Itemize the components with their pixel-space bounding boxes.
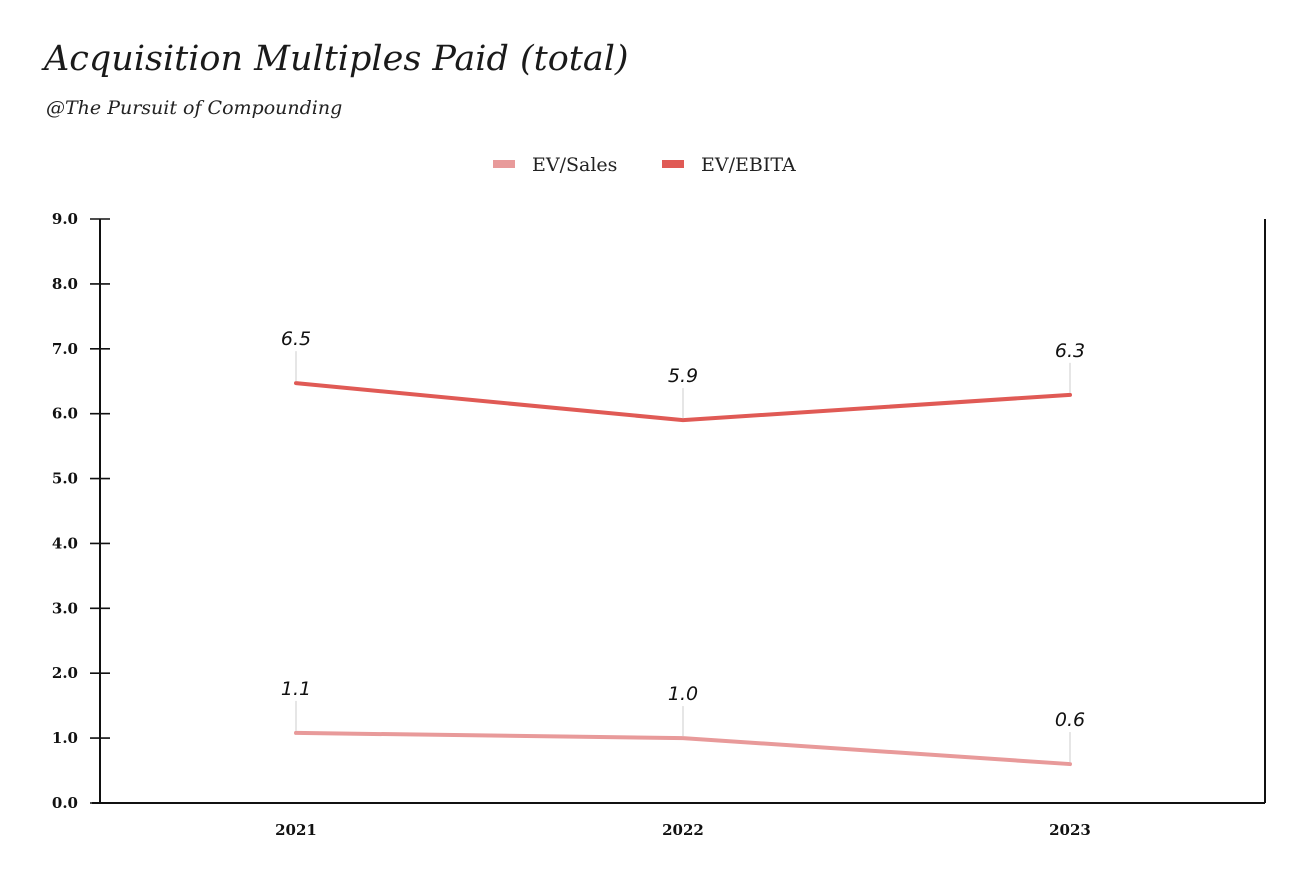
y-tick-label: 5.0	[52, 470, 78, 488]
legend-label-ev-sales: EV/Sales	[532, 154, 617, 176]
y-tick-label: 2.0	[52, 664, 78, 682]
x-tick-label: 2021	[275, 821, 317, 839]
x-tick-label: 2022	[662, 821, 704, 839]
series-layer	[294, 381, 1072, 767]
y-tick-label: 0.0	[52, 794, 78, 812]
data-label-ev-ebita: 6.5	[281, 328, 311, 350]
axes: 0.0 1.0 2.0 3.0 4.0 5.0 6.0 7.0 8.0 9.0 2021 2022 20…	[52, 210, 1266, 839]
series-line-ev-sales	[294, 730, 1072, 767]
data-labels: 1.1 1.0 0.6 6.5 5.9 6.3	[281, 328, 1085, 763]
data-label-ev-sales: 1.0	[668, 683, 698, 705]
data-label-ev-ebita: 6.3	[1055, 340, 1085, 362]
y-tick-label: 3.0	[52, 599, 78, 617]
y-tick-label: 4.0	[52, 534, 78, 552]
series-line-ev-ebita	[294, 381, 1072, 423]
legend: EV/Sales EV/EBITA	[493, 154, 796, 176]
y-tick-label: 7.0	[52, 340, 78, 358]
chart-subtitle: @The Pursuit of Compounding	[46, 97, 343, 119]
data-label-ev-sales: 0.6	[1055, 709, 1085, 731]
legend-swatch-ev-ebita	[662, 160, 684, 168]
x-tick-label: 2023	[1049, 821, 1091, 839]
y-tick-label: 6.0	[52, 405, 78, 423]
chart-title: Acquisition Multiples Paid (total)	[44, 39, 629, 79]
legend-label-ev-ebita: EV/EBITA	[701, 154, 796, 176]
y-tick-label: 8.0	[52, 275, 78, 293]
y-tick-label: 9.0	[52, 210, 78, 228]
data-label-ev-ebita: 5.9	[668, 365, 698, 387]
y-tick-label: 1.0	[52, 729, 78, 747]
legend-swatch-ev-sales	[493, 160, 515, 168]
data-label-ev-sales: 1.1	[281, 678, 311, 700]
